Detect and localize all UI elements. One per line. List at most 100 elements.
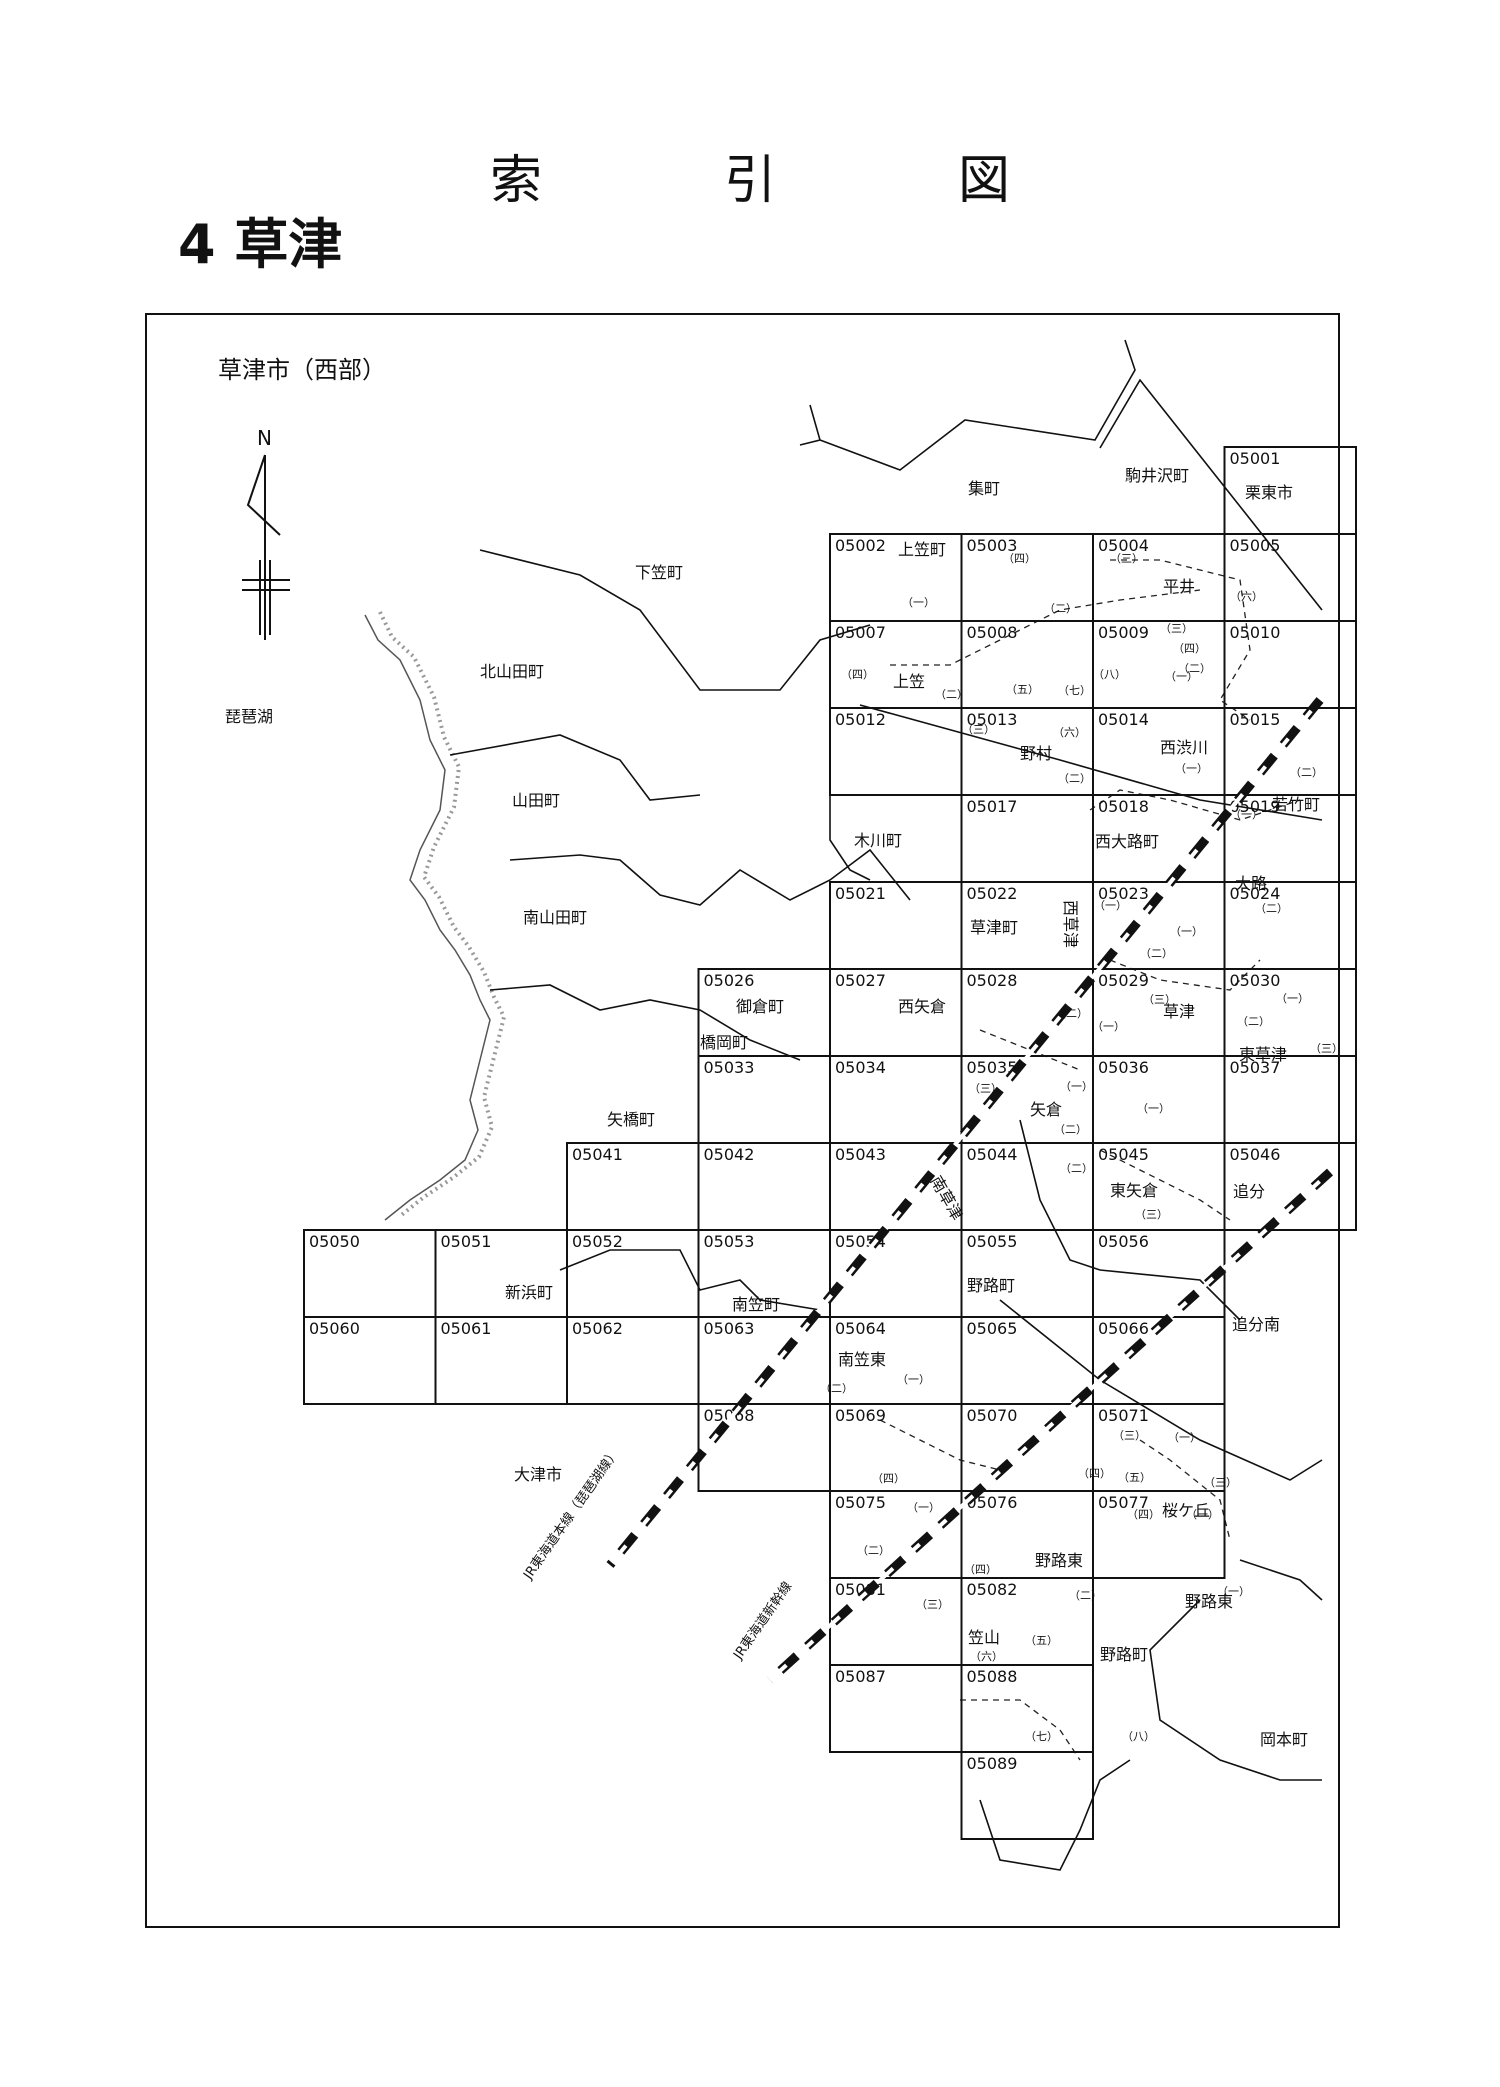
north-arrow-icon [242, 454, 290, 640]
grid-sheet-code: 05041 [572, 1145, 623, 1164]
grid-sheet-code: 05042 [704, 1145, 755, 1164]
grid-sheet-05044[interactable]: 05044 [960, 1142, 1094, 1231]
chome-label: （六） [970, 1650, 1003, 1663]
place-name-label: 野路東 [1035, 1551, 1083, 1570]
grid-sheet-code: 05066 [1098, 1319, 1149, 1338]
grid-sheet-05042[interactable]: 05042 [697, 1142, 831, 1231]
grid-sheet-05051[interactable]: 05051 [434, 1229, 568, 1318]
chome-label: （六） [1053, 726, 1086, 739]
grid-sheet-05036[interactable]: 05036 [1092, 1055, 1226, 1144]
chome-label: （六） [1230, 590, 1263, 603]
chome-label: （八） [1122, 1730, 1155, 1743]
grid-sheet-05015[interactable]: 05015 [1223, 707, 1357, 796]
place-name-label: 北山田町 [480, 662, 544, 681]
grid-sheet-code: 05003 [967, 536, 1018, 555]
chome-label: （一） [1170, 925, 1203, 938]
grid-sheet-05037[interactable]: 05037 [1223, 1055, 1357, 1144]
chome-label: （三） [1160, 622, 1193, 635]
place-name-label: 集町 [968, 479, 1000, 498]
grid-sheet-05068[interactable]: 05068 [697, 1403, 831, 1492]
grid-sheet-05034[interactable]: 05034 [829, 1055, 963, 1144]
chome-label: （四） [1127, 1508, 1160, 1521]
chome-label: （二） [1290, 766, 1323, 779]
grid-sheet-code: 05055 [967, 1232, 1018, 1251]
place-name-label: 桜ケ丘 [1162, 1501, 1210, 1520]
place-name-label: 平井 [1163, 577, 1195, 596]
place-name-label: JR東海道新幹線 [730, 1579, 796, 1663]
grid-sheet-05065[interactable]: 05065 [960, 1316, 1094, 1405]
grid-sheet-05017[interactable]: 05017 [960, 794, 1094, 883]
grid-sheet-05033[interactable]: 05033 [697, 1055, 831, 1144]
grid-sheet-05010[interactable]: 05010 [1223, 620, 1357, 709]
grid-sheet-code: 05071 [1098, 1406, 1149, 1425]
grid-sheet-05060[interactable]: 05060 [303, 1316, 437, 1405]
grid-sheet-05061[interactable]: 05061 [434, 1316, 568, 1405]
grid-sheet-code: 05061 [441, 1319, 492, 1338]
grid-sheet-code: 05037 [1230, 1058, 1281, 1077]
place-name-label: 草津町 [970, 918, 1018, 937]
grid-sheet-code: 05076 [967, 1493, 1018, 1512]
place-name-label: 大津市 [514, 1465, 562, 1484]
grid-sheet-code: 05077 [1098, 1493, 1149, 1512]
grid-sheet-05041[interactable]: 05041 [566, 1142, 700, 1231]
grid-sheet-05055[interactable]: 05055 [960, 1229, 1094, 1318]
place-name-label: 野村 [1020, 744, 1052, 763]
chome-label: （一） [1092, 1020, 1125, 1033]
grid-sheet-code: 05028 [967, 971, 1018, 990]
chome-label: （三） [1143, 993, 1176, 1006]
grid-sheet-05062[interactable]: 05062 [566, 1316, 700, 1405]
page-title: 索 引 図 [490, 138, 1010, 213]
grid-sheet-05029[interactable]: 05029 [1092, 968, 1226, 1057]
grid-sheet-code: 05045 [1098, 1145, 1149, 1164]
grid-sheet-05046[interactable]: 05046 [1223, 1142, 1357, 1231]
place-name-label: 南笠東 [838, 1350, 886, 1369]
grid-sheet-border [1223, 1142, 1357, 1231]
grid-sheet-05056[interactable]: 05056 [1092, 1229, 1226, 1318]
chome-label: （五） [1006, 683, 1039, 696]
grid-sheet-code: 05053 [704, 1232, 755, 1251]
grid-sheet-code: 05012 [835, 710, 886, 729]
chome-label: （四） [964, 1563, 997, 1576]
grid-sheet-05087[interactable]: 05087 [829, 1664, 963, 1753]
grid-sheet-05063[interactable]: 05063 [697, 1316, 831, 1405]
chome-label: （一） [1137, 1102, 1170, 1115]
grid-sheet-05021[interactable]: 05021 [829, 881, 963, 970]
chome-label: （三） [1135, 1208, 1168, 1221]
chome-label: （二） [1237, 1015, 1270, 1028]
grid-sheet-05052[interactable]: 05052 [566, 1229, 700, 1318]
grid-sheet-05050[interactable]: 05050 [303, 1229, 437, 1318]
jr-shinkansen-line [766, 1168, 1334, 1684]
place-name-label: 上笠 [893, 672, 925, 691]
chome-label: （七） [1058, 684, 1091, 697]
place-name-label: 西矢倉 [898, 997, 946, 1016]
grid-sheet-code: 05056 [1098, 1232, 1149, 1251]
grid-sheet-05012[interactable]: 05012 [829, 707, 963, 796]
chome-label: （一） [897, 1373, 930, 1386]
chome-label: （三） [962, 723, 995, 736]
grid-sheet-05089[interactable]: 05089 [960, 1751, 1094, 1840]
place-name-label: 駒井沢町 [1125, 466, 1189, 485]
place-name-label: 笠山 [968, 1628, 1000, 1647]
grid-sheet-border [1092, 1490, 1226, 1579]
lake-shoreline [364, 611, 507, 1221]
chome-label: （一） [1175, 762, 1208, 775]
chome-label: （三） [969, 1082, 1002, 1095]
grid-sheet-05081[interactable]: 05081 [829, 1577, 963, 1666]
grid-sheet-code: 05017 [967, 797, 1018, 816]
place-name-label: 上笠町 [898, 540, 946, 559]
grid-sheet-05005[interactable]: 05005 [1223, 533, 1357, 622]
title-char: 図 [957, 151, 1010, 211]
chome-label: （三） [916, 1598, 949, 1611]
grid-sheet-05004[interactable]: 05004 [1092, 533, 1226, 622]
map-title: 草津市（西部） [218, 356, 386, 384]
grid-sheet-code: 05030 [1230, 971, 1281, 990]
grid-sheet-code: 05009 [1098, 623, 1149, 642]
grid-sheet-code: 05075 [835, 1493, 886, 1512]
grid-sheet-code: 05022 [967, 884, 1018, 903]
grid-sheet-05024[interactable]: 05024 [1223, 881, 1357, 970]
chome-label: （二） [1140, 947, 1173, 960]
map-frame [145, 313, 1340, 1928]
place-name-label: 下笠町 [635, 563, 683, 582]
place-name-label: 大路 [1235, 874, 1267, 893]
grid-sheet-05077[interactable]: 05077 [1092, 1490, 1226, 1579]
